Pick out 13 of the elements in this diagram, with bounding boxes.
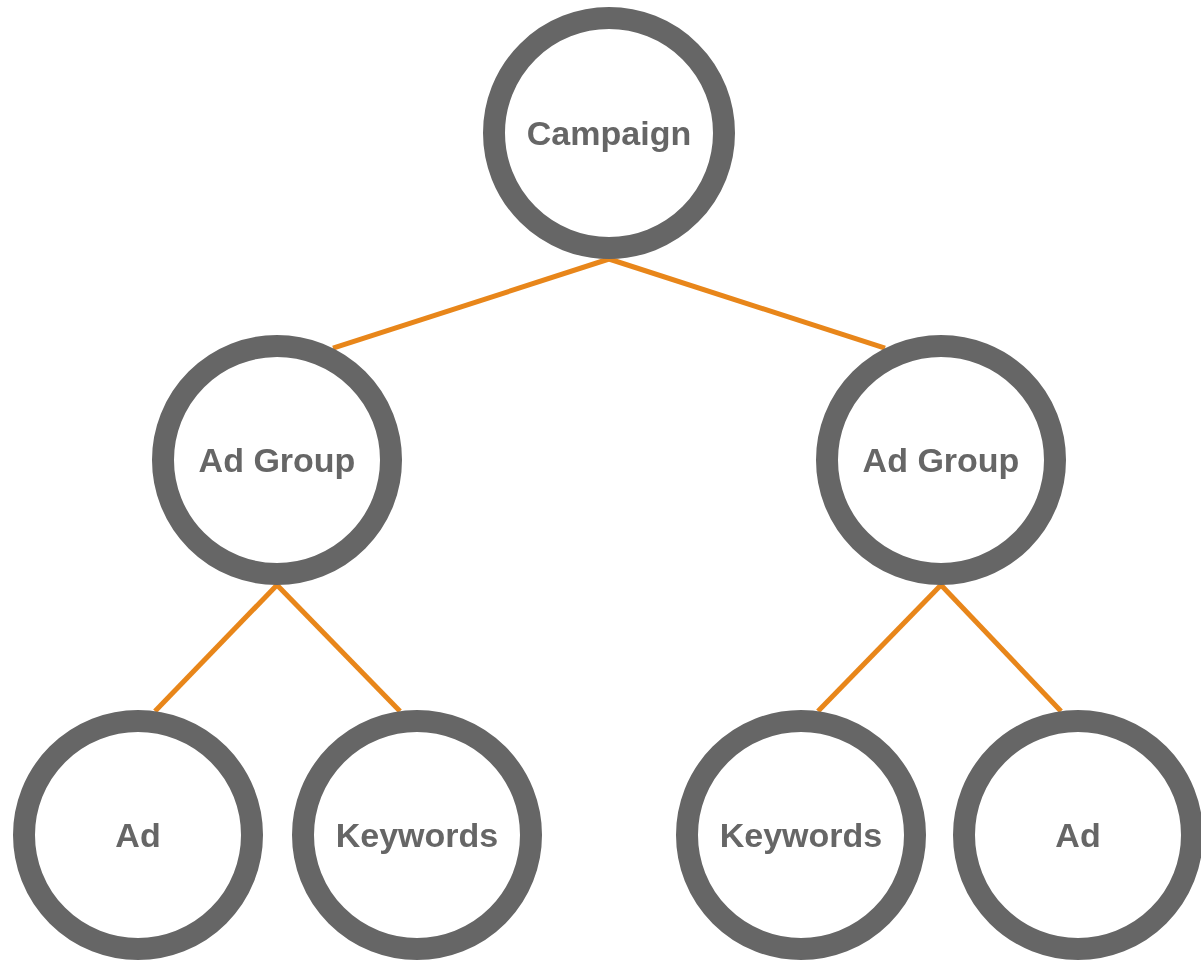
node-label: Ad Group <box>198 440 356 480</box>
connector-line <box>608 256 886 351</box>
node-label: Ad <box>1055 815 1101 855</box>
connector-line <box>275 583 402 713</box>
node-label: Ad <box>115 815 161 855</box>
connector-line <box>153 583 279 713</box>
node-label: Ad Group <box>862 440 1020 480</box>
node-label: Keywords <box>335 815 499 855</box>
node-label: Keywords <box>719 815 883 855</box>
connector-line <box>939 583 1063 713</box>
connector-line <box>816 583 943 713</box>
connector-line <box>332 256 610 351</box>
node-label: Campaign <box>526 113 692 153</box>
